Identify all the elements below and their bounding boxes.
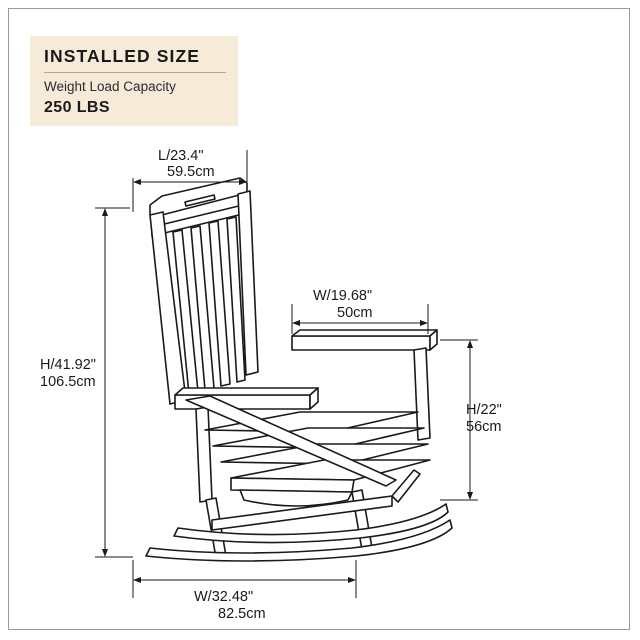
card-subtitle: Weight Load Capacity: [44, 79, 176, 94]
installed-size-card: INSTALLED SIZE Weight Load Capacity 250 …: [30, 36, 238, 126]
card-weight-capacity: 250 LBS: [44, 99, 110, 116]
dim-seat-depth-line1: W/19.68": [313, 288, 372, 304]
dimension-lines: [95, 150, 478, 598]
dim-total-height-line1: H/41.92": [40, 357, 96, 373]
dimension-labels: L/23.4" 59.5cm W/19.68" 50cm H/41.92" 10…: [40, 148, 502, 622]
dim-seat-depth-line2: 50cm: [337, 305, 372, 321]
dim-top-width-line1: L/23.4": [158, 148, 203, 164]
card-divider: [44, 72, 226, 73]
page-border: [8, 8, 630, 630]
dim-total-width-line2: 82.5cm: [218, 606, 266, 622]
card-title: INSTALLED SIZE: [44, 46, 201, 66]
dim-arm-height-line1: H/22": [466, 402, 502, 418]
dim-top-width-line2: 59.5cm: [167, 164, 215, 180]
dimension-arrowheads: [102, 179, 473, 583]
dim-arm-height-line2: 56cm: [466, 419, 501, 435]
dim-total-width-line1: W/32.48": [194, 589, 253, 605]
dim-total-height-line2: 106.5cm: [40, 374, 96, 390]
chair-illustration: [145, 177, 453, 562]
